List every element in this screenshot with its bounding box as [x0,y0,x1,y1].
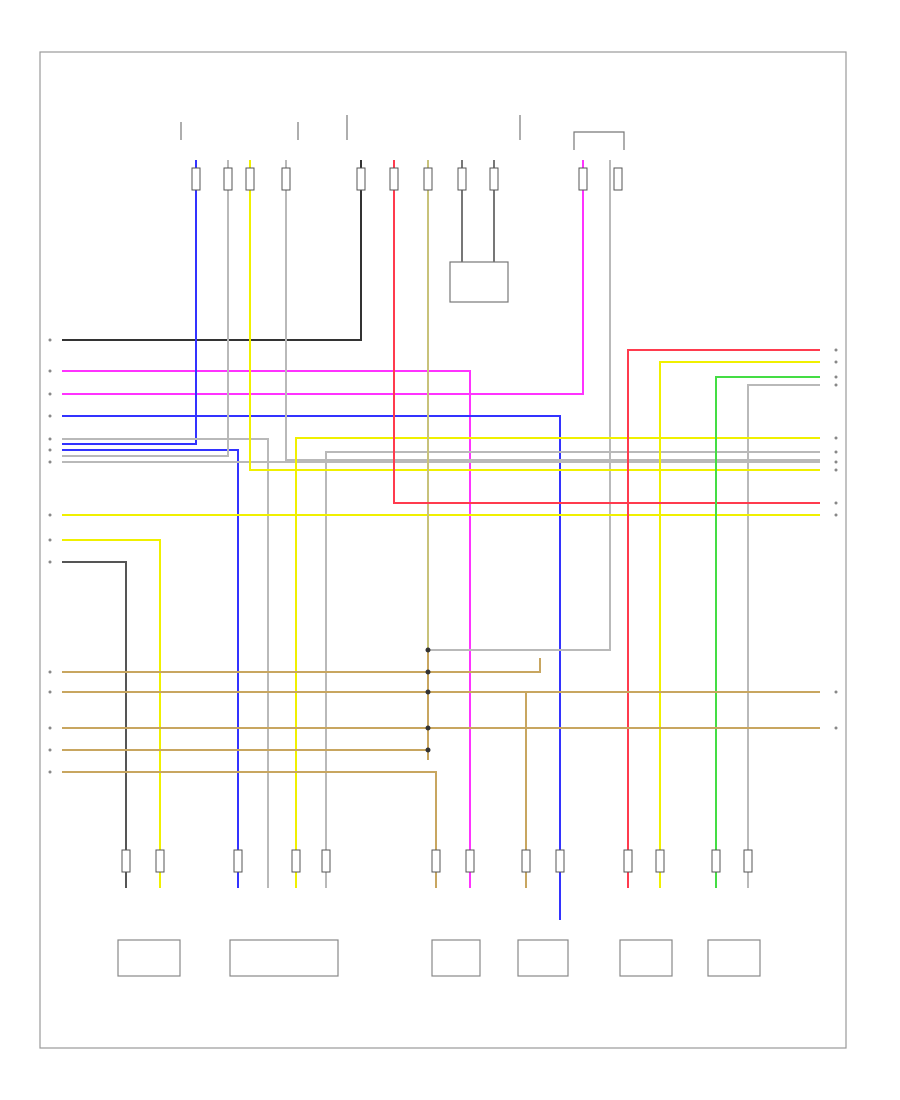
component-bottom-2 [229,939,339,977]
wire-yellow-2 [295,437,820,888]
bottom-components [117,939,761,977]
component-bottom-6 [707,939,761,977]
wire-grey-2 [62,160,229,457]
row-markers [48,338,838,774]
wire-black-1 [62,160,362,341]
wire-black-2 [62,561,127,888]
wire-yellow-4 [62,539,161,888]
wires [62,160,820,920]
top-center-connector-bracket [346,115,521,140]
wire-grey-5 [325,451,820,888]
wire-blue-2 [62,449,239,888]
wire-grey-7 [747,384,820,888]
component-bottom-5 [619,939,673,977]
wire-blue-1 [62,415,561,920]
wire-red-2 [627,349,820,888]
top-right-connector-bracket [573,131,625,150]
wire-grey-6 [430,160,611,651]
wire-tan-5 [62,771,437,888]
wire-pink-1 [62,370,471,888]
wire-tan-1 [62,658,541,673]
wire-grey-1 [62,438,269,888]
component-bottom-3 [431,939,481,977]
diagram-frame [39,51,847,1049]
wire-blue-3 [62,160,197,445]
connector-pins [121,167,753,873]
wire-grey-4 [285,160,820,461]
splices [425,647,431,753]
wire-yellow-5 [659,361,820,888]
wire-green-1 [715,376,820,888]
component-bottom-1 [117,939,181,977]
component-center-sensor [449,261,509,303]
wire-yellow-1 [249,160,820,471]
component-bottom-4 [517,939,569,977]
wire-red-1 [393,160,820,504]
top-left-connector-bracket [180,122,299,140]
wire-pink-2 [62,160,584,395]
